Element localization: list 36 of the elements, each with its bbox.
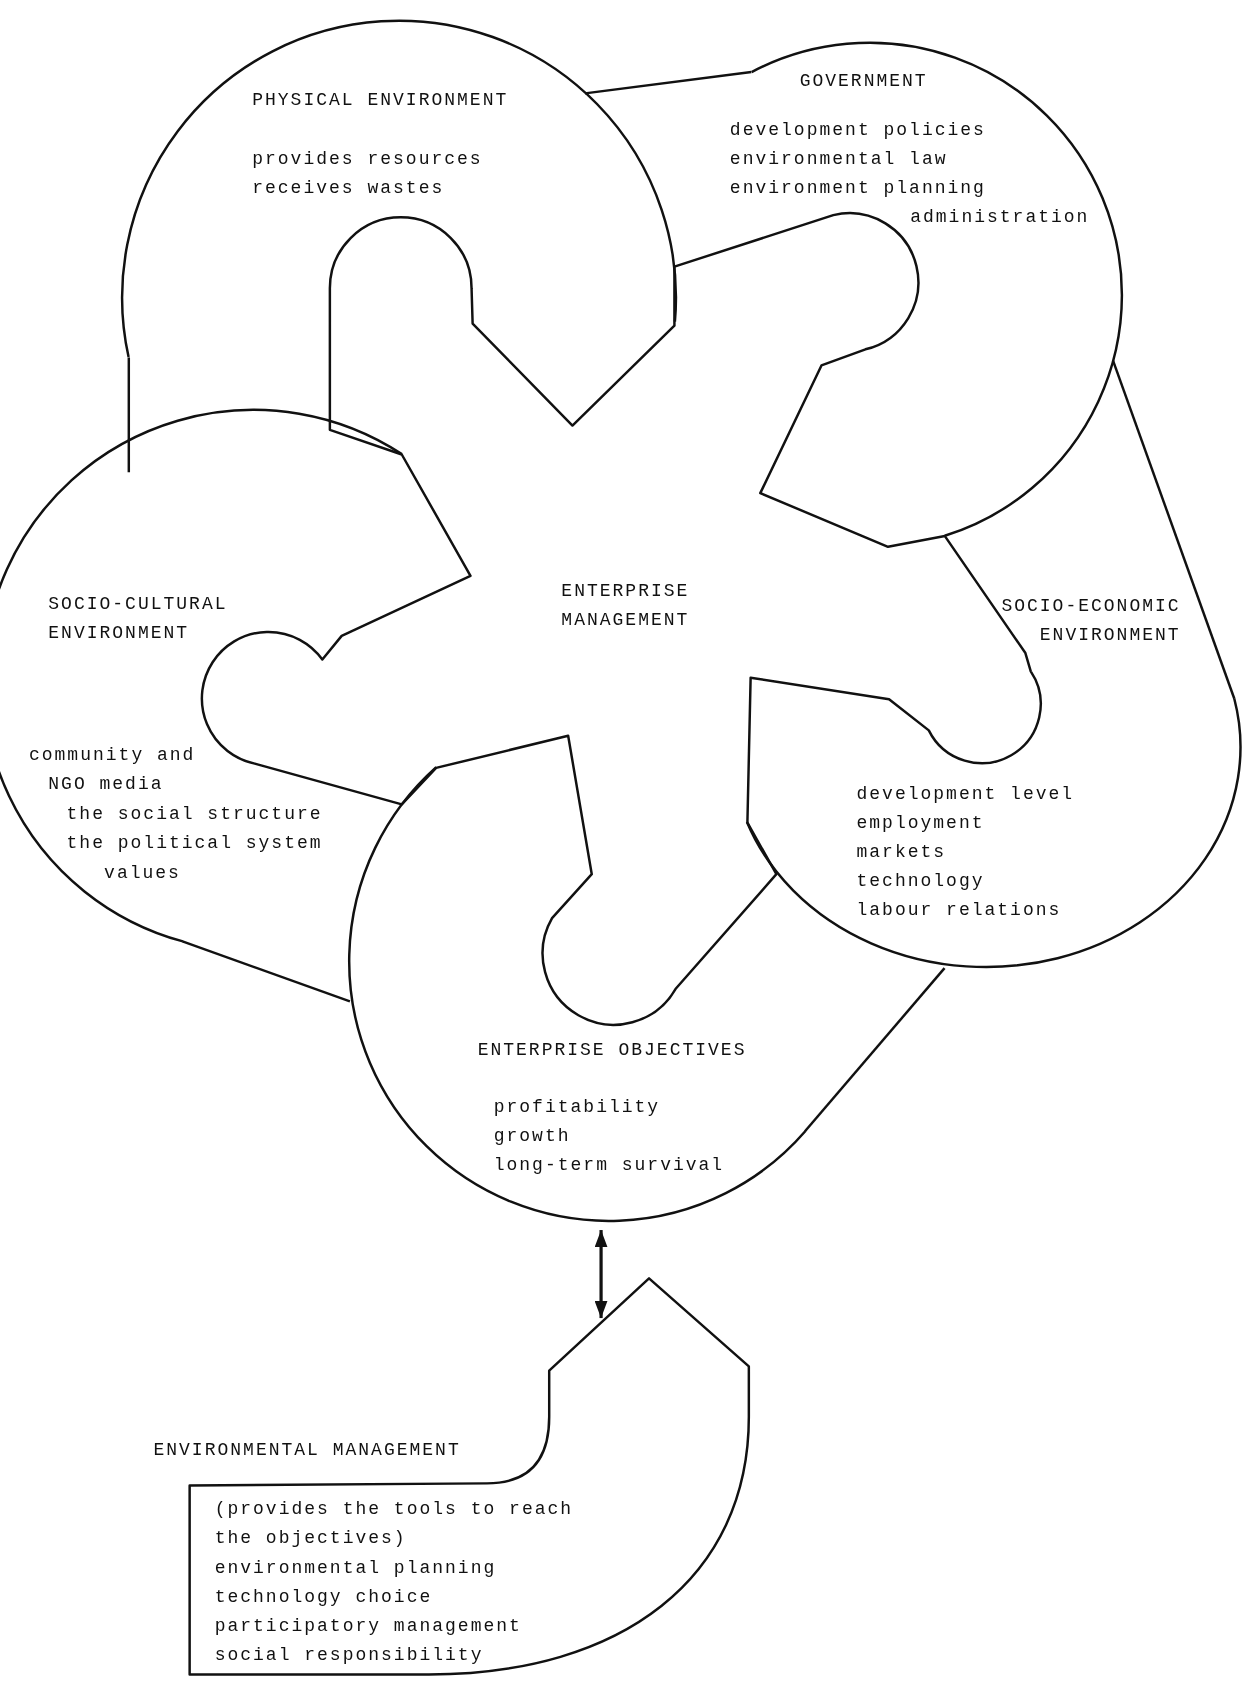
- band-line: [584, 70, 752, 95]
- list-item: long-term survival: [493, 1153, 725, 1177]
- list-item: development level: [856, 783, 1075, 807]
- list-item: technology choice: [214, 1586, 433, 1610]
- band-line: [804, 967, 946, 1133]
- piece-heading: PHYSICAL ENVIRONMENT: [252, 88, 509, 112]
- list-item: growth: [493, 1124, 571, 1148]
- piece-heading: ENTERPRISE OBJECTIVES: [477, 1038, 747, 1062]
- list-item: participatory management: [214, 1615, 522, 1639]
- list-item: the social structure: [66, 802, 323, 826]
- list-item: markets: [856, 841, 947, 865]
- list-item: provides resources: [252, 147, 483, 171]
- band-line: [127, 357, 131, 473]
- band-line: [182, 940, 351, 1003]
- piece-heading: ENVIRONMENTAL MANAGEMENT: [153, 1439, 461, 1463]
- list-item: environmental planning: [214, 1557, 497, 1581]
- piece-heading: GOVERNMENT: [799, 69, 928, 93]
- list-item: technology: [856, 870, 985, 894]
- list-item: community and: [28, 743, 196, 767]
- list-item: environment planning administration: [729, 176, 1090, 229]
- list-item: social responsibility: [214, 1644, 484, 1668]
- double-headed-arrow: [594, 1230, 608, 1319]
- center-label: ENTERPRISE MANAGEMENT: [561, 580, 691, 633]
- list-item: profitability: [493, 1095, 661, 1119]
- piece-heading: SOCIO-CULTURAL ENVIRONMENT: [48, 593, 229, 646]
- list-item: values: [104, 861, 181, 885]
- list-item: development policies: [729, 118, 986, 142]
- band-line: [1111, 360, 1236, 700]
- piece-heading: SOCIO-ECONOMIC ENVIRONMENT: [1000, 595, 1181, 648]
- list-item: receives wastes: [252, 176, 445, 200]
- list-item: (provides the tools to reach the objectives): [214, 1498, 575, 1551]
- list-item: environmental law: [729, 147, 948, 171]
- list-item: labour relations: [856, 899, 1062, 923]
- list-item: NGO media: [48, 772, 164, 796]
- list-item: employment: [856, 812, 985, 836]
- list-item: the political system: [66, 831, 323, 855]
